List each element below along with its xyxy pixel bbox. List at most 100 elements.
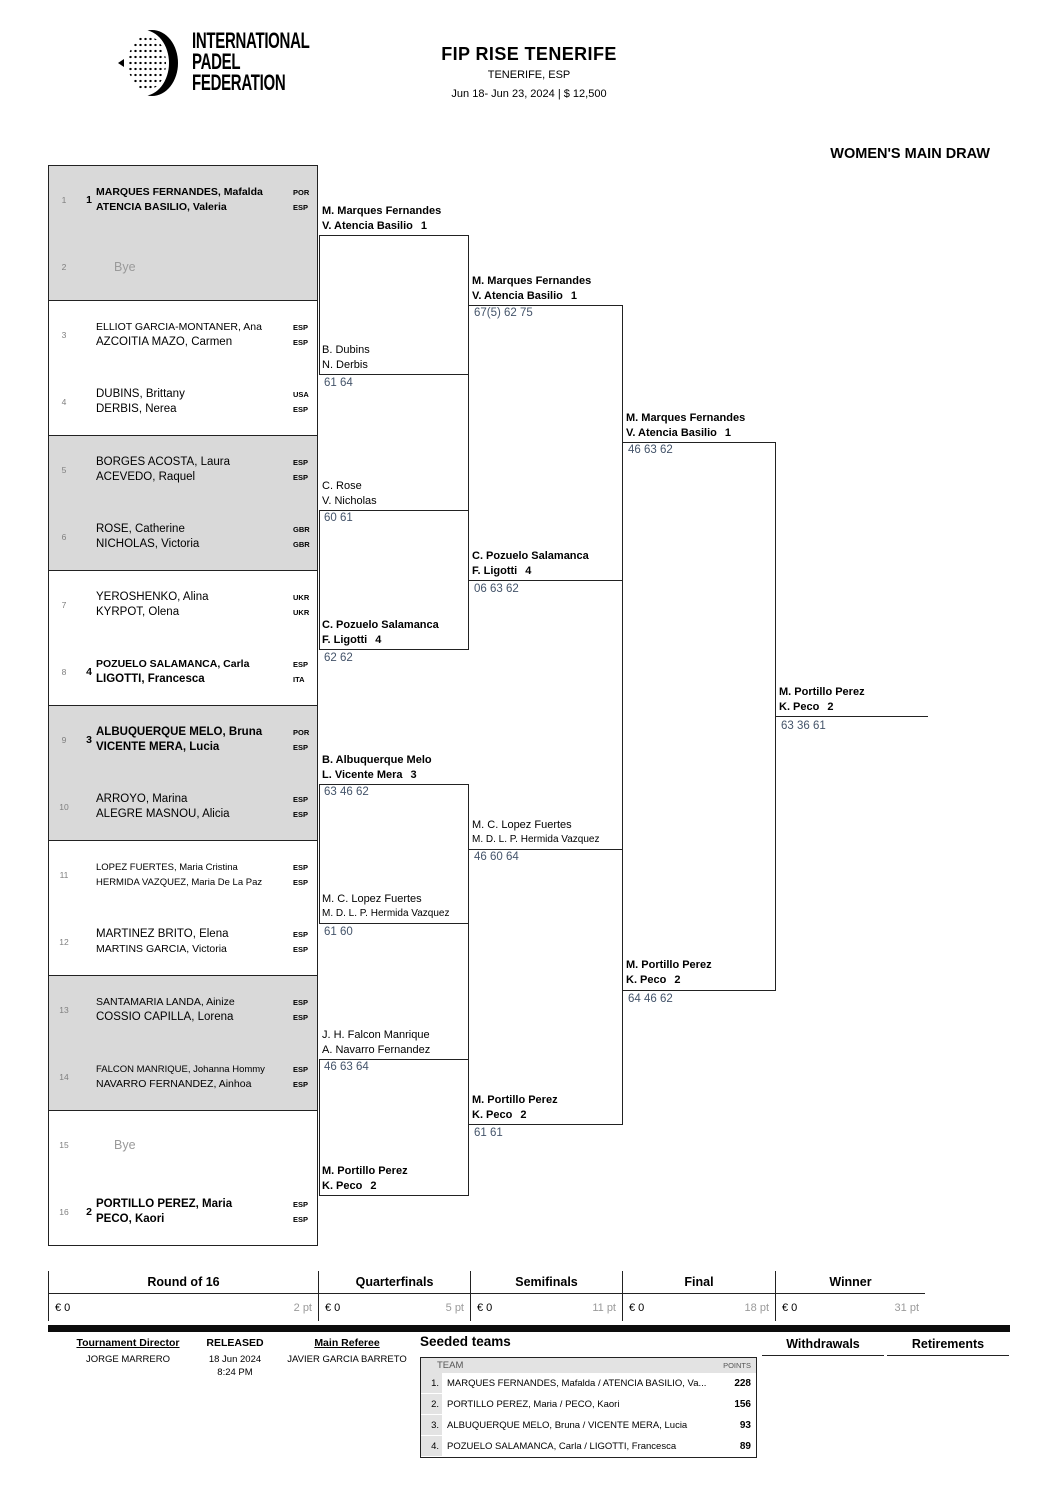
slot-number: 3 [61,329,67,340]
seeded-teams-title: Seeded teams [420,1334,511,1349]
player-name: NAVARRO FERNANDEZ, Ainhoa [96,1077,252,1090]
seeded-row: 4. POZUELO SALAMANCA, Carla / LIGOTTI, F… [421,1436,756,1457]
slot-number: 2 [61,261,67,272]
final-score: 63 36 61 [781,720,826,732]
seeded-team: ALBUQUERQUE MELO, Bruna / VICENTE MERA, … [447,1420,688,1431]
match-score: 61 64 [324,377,353,389]
player-name: MARQUES FERNANDES, Mafalda [96,185,263,198]
country-code: ESP [293,1199,309,1209]
player-name: ROSE, Catherine [96,522,185,535]
player-name: DERBIS, Nerea [96,402,177,415]
match-score: 64 46 62 [628,993,673,1005]
qf-match-4-box [319,1059,469,1196]
released-date: 18 Jun 2024 [208,1354,262,1365]
country-code: ITA [293,674,305,684]
logo-arrow-icon [118,59,124,67]
player-name: COSSIO CAPILLA, Lorena [96,1010,234,1023]
withdrawals-header: Withdrawals [762,1337,884,1356]
round-points: 18 pt [744,1301,769,1314]
match-score: 63 46 62 [324,786,369,798]
player-name: AZCOITIA MAZO, Carmen [96,335,233,348]
sf-match-1-box [468,305,623,581]
country-code: ESP [293,322,309,332]
bye-label: Bye [114,1137,136,1152]
final-match-box [622,442,776,991]
player-name: YEROSHENKO, Alina [96,590,209,603]
slot-number: 13 [59,1004,69,1015]
seeded-points: 156 [734,1399,751,1410]
seeded-points: 89 [739,1441,751,1452]
match-score: 62 62 [324,652,353,664]
slot-number: 8 [61,666,67,677]
country-code: ESP [293,337,309,347]
slot-number: 1 [61,194,67,205]
match-score: 46 63 64 [324,1061,369,1073]
round-name: Winner [776,1271,925,1294]
slot-number: 15 [59,1139,69,1150]
tournament-director-block: Tournament Director JORGE MARRERO [62,1337,194,1366]
match-score: 61 60 [324,926,353,938]
match-score: 67(5) 62 75 [474,307,533,319]
seeded-points: 93 [739,1420,751,1431]
r16-slot-2-bye: 2 Bye [49,233,317,300]
player-name: ALEGRE MASNOU, Alicia [96,807,230,820]
round-prize: € 0 [629,1301,645,1314]
event-dates-prize: Jun 18- Jun 23, 2024 | $ 12,500 [451,88,607,100]
seeded-team: POZUELO SALAMANCA, Carla / LIGOTTI, Fran… [447,1441,677,1452]
slot-number: 4 [61,396,67,407]
player-name: POZUELO SALAMANCA, Carla [96,657,250,670]
federation-logo: INTERNATIONAL PADEL FEDERATION [118,30,310,96]
released-label: RELEASED [206,1337,264,1349]
player-name: MARTINS GARCIA, Victoria [96,942,227,955]
player-name: PECO, Kaori [96,1212,165,1225]
country-code: ESP [293,1012,309,1022]
country-code: POR [293,727,310,737]
round-name: Semifinals [471,1271,622,1294]
player-name: ALBUQUERQUE MELO, Bruna [96,725,263,738]
released-block: RELEASED 18 Jun 2024 8:24 PM [198,1337,272,1379]
divider-bar [48,1325,1010,1332]
event-location: TENERIFE, ESP [487,69,571,81]
sf2-team-top: M. C. Lopez Fuertes M. D. L. P. Hermida … [472,819,600,845]
column-team: TEAM [437,1360,464,1371]
slot-number: 5 [61,464,67,475]
slot-number: 11 [59,869,69,880]
seed-number: 1 [86,193,92,206]
bye-label: Bye [114,259,136,274]
country-code: ESP [293,457,309,467]
event-title: FIP RISE TENERIFE [441,44,617,64]
qf3-team-bottom: M. C. Lopez Fuertes M. D. L. P. Hermida … [322,893,450,919]
round-points: 2 pt [293,1301,312,1314]
r16-slot-15-bye: 15 Bye [49,1111,317,1178]
match-score: 60 61 [324,512,353,524]
player-name: DUBINS, Brittany [96,387,185,400]
slot-number: 9 [61,734,67,745]
qf1-team-bottom: B. Dubins N. Derbis [322,344,370,371]
slot-number: 12 [59,936,69,947]
country-code: ESP [293,809,309,819]
player-name: PORTILLO PEREZ, Maria [96,1197,233,1210]
round-name: Round of 16 [49,1271,318,1294]
padel-ball-icon [118,30,182,96]
column-points: POINTS [723,1361,751,1370]
country-code: ESP [293,877,309,887]
